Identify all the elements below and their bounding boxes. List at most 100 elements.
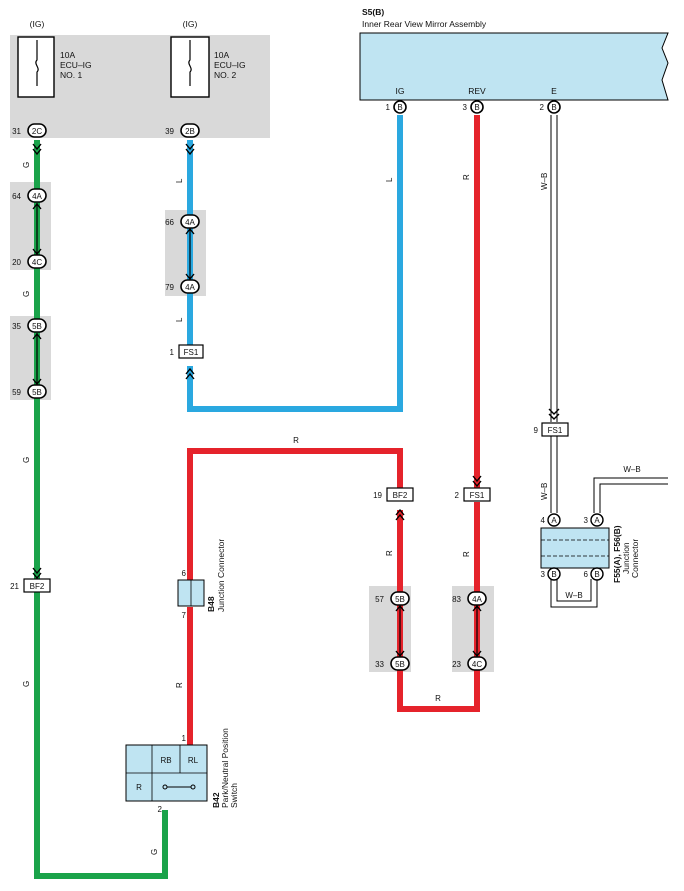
connector-35: 5B 35 bbox=[12, 318, 47, 333]
svg-text:21: 21 bbox=[10, 582, 19, 591]
wire-label-r: R bbox=[462, 551, 471, 557]
chevron-down-icon bbox=[185, 273, 195, 281]
connector-33: 5B 33 bbox=[375, 656, 410, 671]
wire-wb bbox=[550, 115, 668, 608]
chevron-up-icon bbox=[472, 604, 482, 612]
fuse-icon bbox=[35, 40, 39, 86]
b42-cell-r: R bbox=[136, 783, 142, 792]
switch-contact-icon bbox=[190, 784, 196, 790]
b48-name: Junction Connector bbox=[216, 539, 226, 612]
svg-text:BF2: BF2 bbox=[393, 491, 408, 500]
svg-text:4A: 4A bbox=[185, 283, 195, 292]
wire-label-g: G bbox=[22, 457, 31, 463]
fuse2-rating: 10A bbox=[214, 50, 229, 60]
svg-text:FS1: FS1 bbox=[548, 426, 563, 435]
chevron-down-icon bbox=[185, 143, 195, 156]
chevron-down-icon bbox=[472, 475, 482, 488]
chevron-down-icon bbox=[32, 248, 42, 256]
b42-cell-rl: RL bbox=[188, 756, 199, 765]
svg-text:B: B bbox=[551, 103, 556, 112]
svg-text:9: 9 bbox=[534, 426, 539, 435]
svg-text:57: 57 bbox=[375, 595, 384, 604]
svg-text:31: 31 bbox=[12, 127, 21, 136]
svg-text:BF2: BF2 bbox=[30, 582, 45, 591]
svg-text:33: 33 bbox=[375, 660, 384, 669]
connector-57: 5B 57 bbox=[375, 591, 410, 606]
svg-text:A: A bbox=[551, 516, 557, 525]
wire-label-wb: W–B bbox=[623, 465, 640, 474]
wire-blue-lower bbox=[187, 115, 403, 412]
fuse1-rating: 10A bbox=[60, 50, 75, 60]
b48-pin-top: 6 bbox=[182, 569, 187, 578]
chevron-up-icon bbox=[185, 227, 195, 235]
chevron-up-icon bbox=[32, 202, 42, 210]
mirror-assembly-box bbox=[359, 32, 669, 101]
svg-text:64: 64 bbox=[12, 192, 21, 201]
chevron-down-icon bbox=[548, 408, 560, 420]
wire-red-top bbox=[187, 448, 403, 580]
svg-text:5B: 5B bbox=[32, 388, 42, 397]
mirror-code: S5(B) bbox=[362, 7, 384, 17]
chevron-up-icon bbox=[395, 604, 405, 612]
connector-64: 4A 64 bbox=[12, 188, 47, 203]
svg-text:4A: 4A bbox=[185, 218, 195, 227]
b42-pin-top: 1 bbox=[182, 734, 187, 743]
mirror-pin-e-label: E bbox=[551, 86, 557, 96]
svg-text:2: 2 bbox=[540, 103, 545, 112]
f55-code: F55(A), F56(B) bbox=[612, 525, 622, 583]
b48-pin-bottom: 7 bbox=[182, 611, 187, 620]
b48-junction-connector: 6 7 B48 Junction Connector bbox=[177, 539, 226, 620]
mirror-pin-ig-label: IG bbox=[396, 86, 405, 96]
chevron-markers bbox=[32, 143, 560, 658]
svg-text:59: 59 bbox=[12, 388, 21, 397]
b42-name2: Switch bbox=[229, 783, 239, 808]
svg-text:5B: 5B bbox=[395, 660, 405, 669]
wire-label-l: L bbox=[175, 178, 184, 183]
svg-text:6: 6 bbox=[584, 570, 589, 579]
wire-label-g: G bbox=[22, 291, 31, 297]
svg-text:FS1: FS1 bbox=[470, 491, 485, 500]
chevron-down-icon bbox=[472, 650, 482, 658]
fuse1-box bbox=[17, 36, 55, 98]
wire-label-wb: W–B bbox=[540, 173, 549, 190]
b42-park-neutral-switch: RB RL R 1 2 B42 Park/Neutral Position Sw… bbox=[125, 728, 239, 814]
wire-label-r: R bbox=[385, 550, 394, 556]
b42-cell-rb: RB bbox=[160, 756, 171, 765]
chevron-down-icon bbox=[395, 650, 405, 658]
fuse1-supply: (IG) bbox=[30, 19, 45, 29]
f55-pin-a3: A3 bbox=[584, 513, 604, 527]
svg-text:35: 35 bbox=[12, 322, 21, 331]
fuse1-name2: NO. 1 bbox=[60, 70, 82, 80]
chevron-down-icon bbox=[32, 378, 42, 386]
svg-text:FS1: FS1 bbox=[184, 348, 199, 357]
wire-label-g: G bbox=[150, 849, 159, 855]
svg-text:3: 3 bbox=[541, 570, 546, 579]
wire-label-l: L bbox=[385, 177, 394, 182]
svg-text:A: A bbox=[594, 516, 600, 525]
svg-text:B: B bbox=[594, 570, 599, 579]
wire-label-l: L bbox=[175, 317, 184, 322]
svg-text:19: 19 bbox=[373, 491, 382, 500]
chevron-up-icon bbox=[185, 367, 195, 380]
f55-name1: Junction bbox=[621, 542, 631, 574]
svg-text:4A: 4A bbox=[32, 192, 42, 201]
chevron-down-icon bbox=[32, 143, 42, 156]
svg-text:B: B bbox=[474, 103, 479, 112]
wire-color-labels: G G G G G L L L R R R R R R W–B W–B W–B … bbox=[22, 162, 641, 855]
svg-text:5B: 5B bbox=[395, 595, 405, 604]
f55-name2: Connector bbox=[630, 539, 640, 578]
wire-label-wb: W–B bbox=[540, 483, 549, 500]
b48-code: B48 bbox=[206, 596, 216, 612]
box-fs1-right: FS1 9 bbox=[534, 422, 569, 437]
wire-label-wb: W–B bbox=[565, 591, 582, 600]
svg-text:4: 4 bbox=[541, 516, 546, 525]
mirror-pin-ig: B1 bbox=[386, 100, 407, 114]
svg-text:5B: 5B bbox=[32, 322, 42, 331]
svg-text:4C: 4C bbox=[32, 258, 42, 267]
